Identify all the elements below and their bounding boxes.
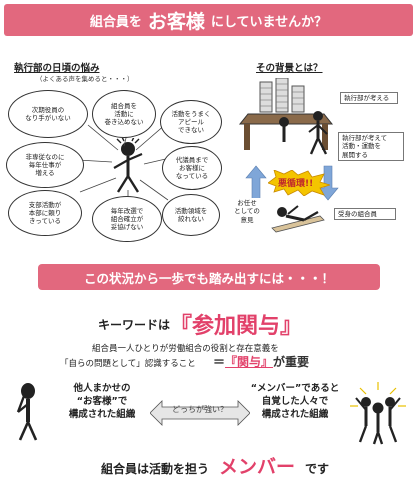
keyword-line3-suffix: が重要 (273, 355, 310, 369)
keyword-main: 『参加関与』 (170, 314, 303, 339)
keyword-line2: 「自らの問題として」認識すること (60, 359, 196, 369)
worry-cloud-6: 支部活動が 本部に頼り きっている (8, 190, 82, 236)
label-exec-thinks: 執行部が考える (340, 92, 398, 105)
keyword-label: キーワードは (98, 318, 171, 332)
right-section-title: その背景とは？ (256, 63, 323, 74)
footer-part2: メンバー (218, 456, 295, 478)
relaxing-person-icon (271, 205, 325, 233)
desk-with-papers-icon (238, 78, 334, 150)
worry-cloud-6-text: 支部活動が 本部に頼り きっている (28, 200, 62, 226)
worry-cloud-2-text: 組合員を 活動に 巻き込めない (104, 101, 144, 127)
middle-banner: この状況から一歩でも踏み出すには・・・！ (38, 264, 380, 290)
left-section-title: 執行部の日頃の悩み (14, 63, 100, 74)
worry-cloud-7-text: 毎年改選で 組合確立が 妥協げない (110, 206, 144, 232)
footer-part3: です (305, 462, 330, 476)
burst-label: 悪循環!! (278, 179, 314, 189)
worry-cloud-1-text: 次期役員の なり手がいない (25, 105, 71, 122)
keyword-line1: 組合員一人ひとりが労働組合の役割と存在意義を (92, 344, 279, 354)
banner-part1: 組合員を (89, 14, 142, 30)
double-arrow-icon (150, 400, 250, 426)
worry-cloud-4-text: 非専従なのに 毎年仕事が 増える (25, 152, 65, 178)
worry-cloud-2: 組合員を 活動に 巻き込めない (92, 90, 156, 138)
cheering-people-icon (350, 382, 406, 445)
worry-cloud-8-text: 活動領域を 絞れない (174, 206, 208, 223)
keyword-line3-prefix: ＝ (213, 355, 226, 369)
worry-cloud-5-text: 代議員まで お客様に なっている (175, 155, 209, 181)
compare-left-text: 他人まかせの “お客様”で 構成された組織 (68, 383, 136, 420)
label-member-opinion: お任せ としての 意見 (228, 198, 266, 226)
compare-right-text: “メンバー”であると 自覚した人々で 構成された組織 (250, 383, 340, 420)
left-section-note: （よくある声を集めると・・・） (36, 75, 134, 83)
keyword-line3-highlight: 『関与』 (225, 355, 274, 369)
label-exec-action: 執行部が考えて 活動・運動を 展開する (338, 132, 404, 162)
worry-cloud-3: 活動をうまく アピール できない (160, 100, 222, 144)
worry-cloud-5: 代議員まで お客様に なっている (162, 146, 222, 190)
worry-cloud-8: 活動領域を 絞れない (162, 194, 220, 236)
worry-cloud-1: 次期役員の なり手がいない (8, 90, 88, 138)
worry-cloud-4: 非専従なのに 毎年仕事が 増える (6, 142, 84, 188)
thinking-person-icon (16, 383, 38, 441)
footer-part1: 組合員は活動を担う (100, 462, 209, 476)
burst-icon (268, 170, 330, 196)
walking-person-icon (308, 111, 328, 155)
keyword-line3: ＝『関与』が重要 (213, 353, 309, 370)
worried-person-icon (113, 138, 143, 193)
worry-cloud-3-text: 活動をうまく アピール できない (171, 109, 211, 135)
compare-question: どっちが強い？ (172, 405, 228, 414)
banner-part3: にしていませんか？ (210, 14, 328, 30)
label-passive-member: 受身の組合員 (334, 208, 396, 221)
top-banner: 組合員を お客様 にしていませんか？ (4, 4, 413, 36)
banner-part2: お客様 (147, 10, 205, 33)
footer-message: 組合員は活動を担う メンバー です (50, 452, 380, 479)
worry-cloud-7: 毎年改選で 組合確立が 妥協げない (92, 196, 162, 242)
